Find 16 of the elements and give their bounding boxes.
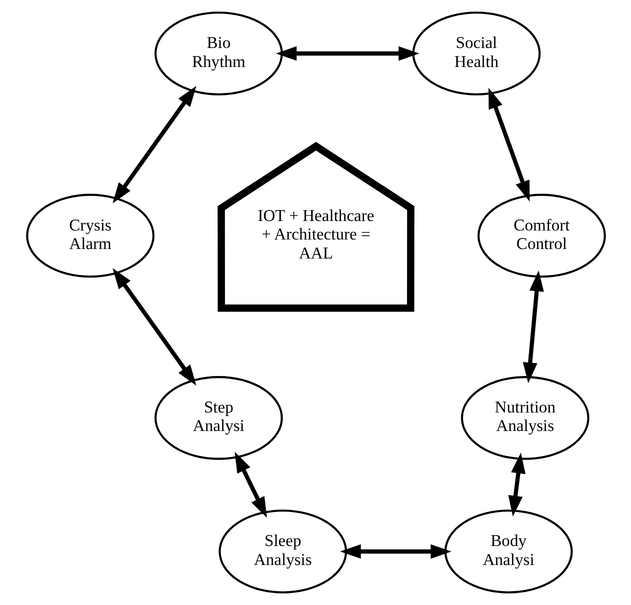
arrow [112, 268, 196, 386]
node-ellipse: Nutrition Analysis [460, 376, 589, 460]
arrow [234, 452, 266, 518]
arrow [508, 452, 526, 517]
node-ellipse: Comfort Control [477, 194, 606, 278]
arrow [522, 270, 544, 384]
node-ellipse: Step Analysi [154, 376, 282, 460]
node-ellipse: Crysis Alarm [26, 194, 154, 278]
node-ellipse: Sleep Analysis [218, 510, 347, 594]
node-ellipse: Body Analysi [444, 510, 572, 594]
arrow [488, 88, 530, 202]
arrow [112, 86, 196, 204]
node-ellipse: Bio Rhythm [154, 12, 282, 96]
arrow [275, 46, 419, 61]
node-ellipse: Social Health [412, 12, 540, 96]
arrow [340, 544, 451, 559]
